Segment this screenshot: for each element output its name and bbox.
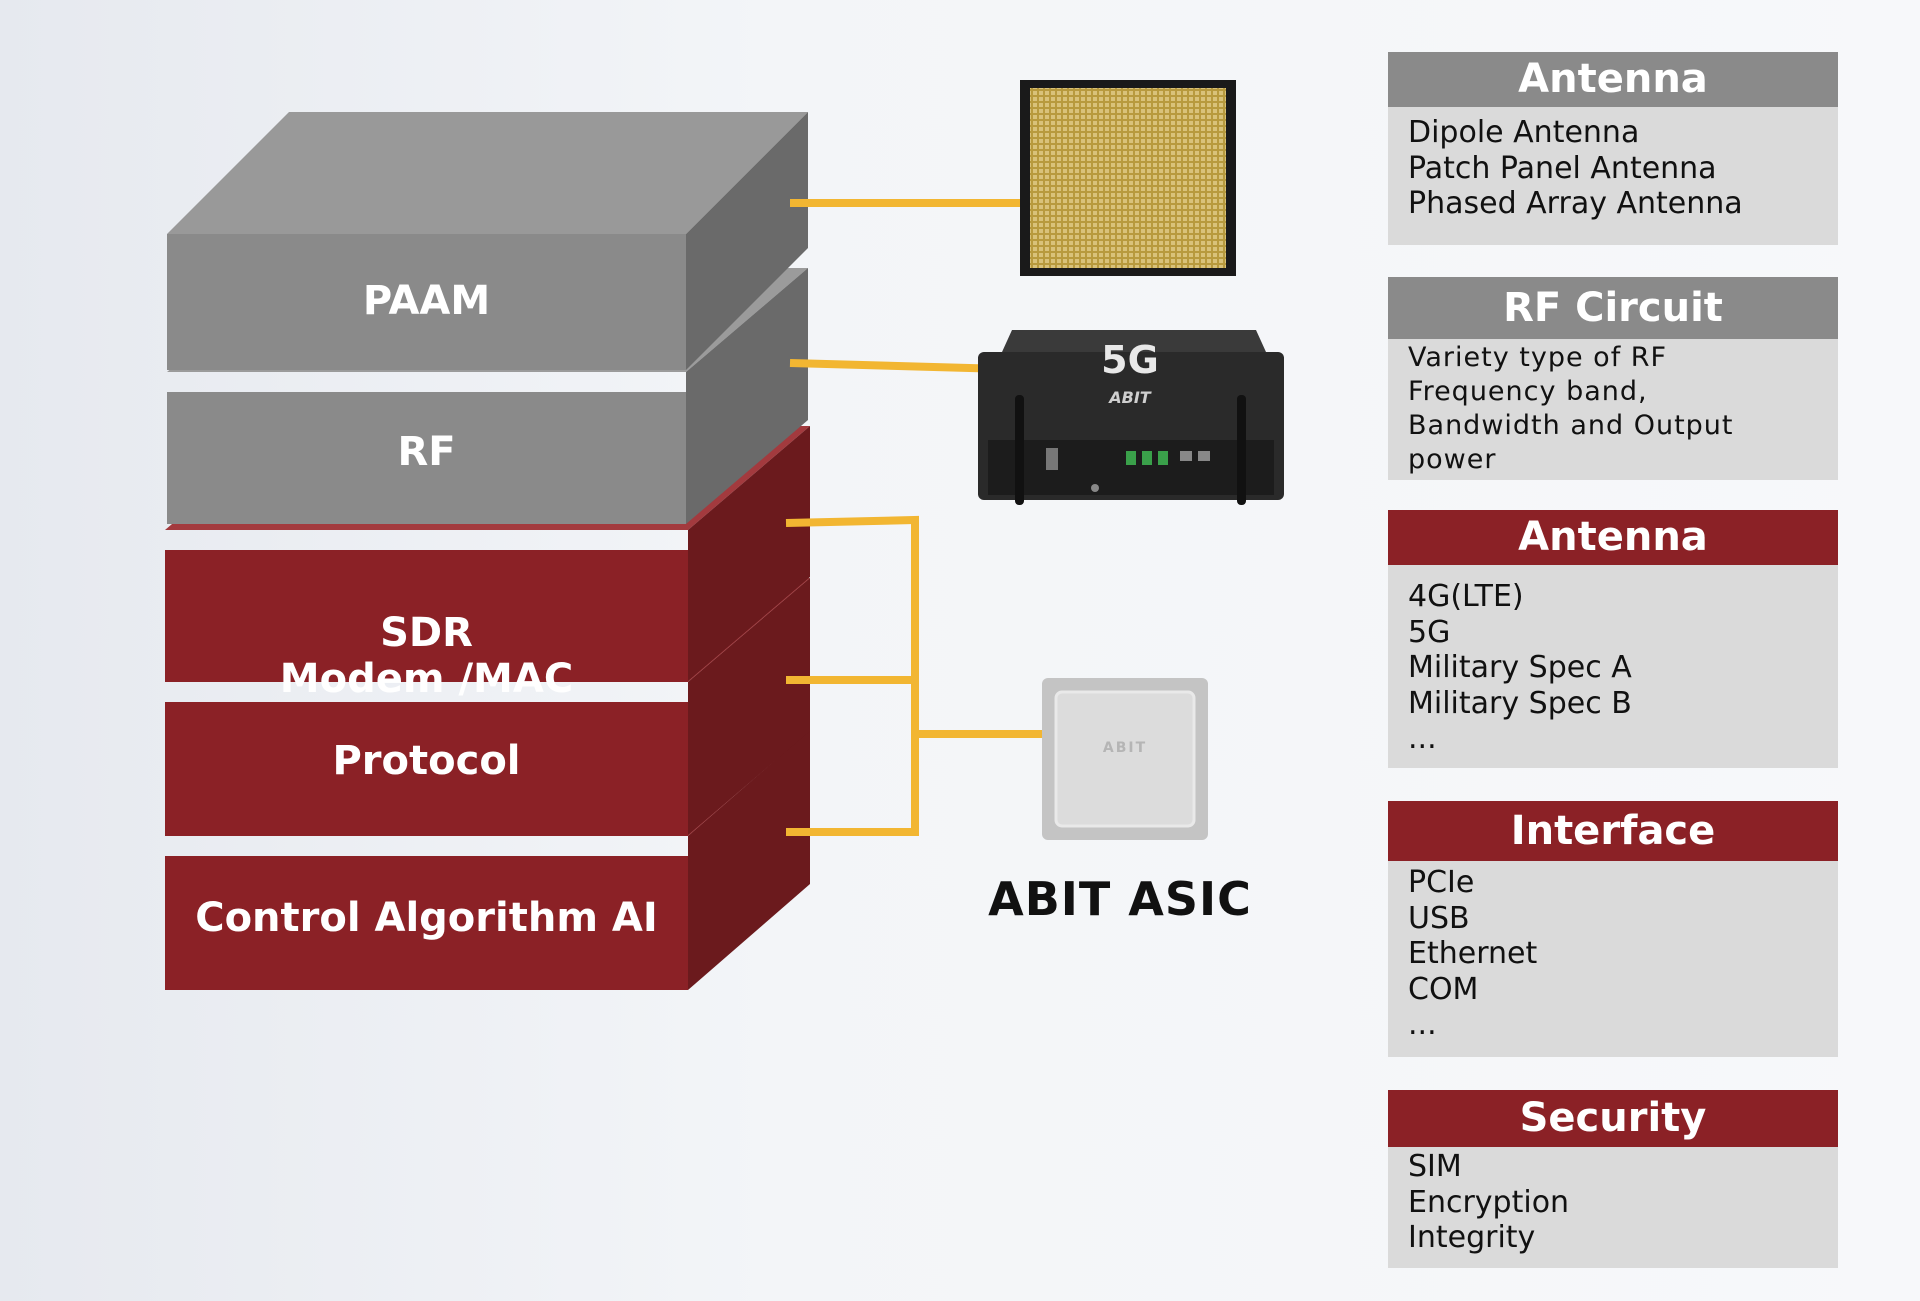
list-item: USB — [1408, 900, 1470, 936]
info-box-list: PCIe USB Ethernet COM ... — [1388, 861, 1838, 1049]
info-box-title: Antenna — [1388, 52, 1838, 107]
rf-unit-badge: 5G — [1101, 338, 1159, 382]
list-item: Integrity — [1408, 1220, 1536, 1255]
connector-rf-unit — [789, 359, 1006, 373]
layer-label-text: PAAM — [362, 278, 491, 324]
layer-side-face — [686, 112, 808, 370]
layer-front-face — [167, 392, 686, 524]
asic-caption: ABIT ASIC — [988, 872, 1252, 926]
layer-side-face — [686, 268, 808, 524]
info-box-rf-circuit: RF Circuit Variety type of RF Frequency … — [1388, 277, 1838, 480]
layer-front-face — [165, 702, 688, 836]
layer-label-text: Protocol — [332, 738, 521, 784]
list-item: ... — [1408, 721, 1437, 756]
layer-label-protocol: Protocol — [165, 738, 688, 784]
rf-unit-brand: ABIT — [1109, 388, 1151, 407]
layer-top-face — [167, 112, 808, 234]
list-item: 5G — [1408, 614, 1451, 650]
asic-chip-text: ABIT — [1102, 740, 1148, 756]
layer-front-face — [167, 234, 686, 370]
info-box-title: Interface — [1388, 801, 1838, 861]
layer-label-text: Control Algorithm AI — [195, 895, 658, 941]
info-box-title: Security — [1388, 1090, 1838, 1147]
layer-label-control-ai: Control Algorithm AI — [165, 895, 688, 941]
layer-front-face — [165, 856, 688, 990]
layer-side-face — [688, 730, 810, 990]
list-item: 4G(LTE) — [1408, 579, 1524, 614]
list-item: Dipole Antenna — [1408, 115, 1640, 150]
5g-radio-unit-icon — [978, 330, 1284, 505]
layer-paam — [167, 112, 808, 370]
list-item: Bandwidth and Output — [1408, 410, 1734, 441]
list-item: SIM — [1408, 1149, 1462, 1184]
info-box-list: SIM Encryption Integrity — [1388, 1147, 1838, 1262]
layer-label-sdr: SDR Modem /MAC — [165, 564, 688, 748]
layer-front-face — [165, 550, 688, 682]
layer-label-rf: RF — [167, 429, 686, 475]
list-item: power — [1408, 444, 1497, 475]
list-item: ... — [1408, 1007, 1437, 1042]
info-box-antenna: Antenna Dipole Antenna Patch Panel Anten… — [1388, 52, 1838, 245]
layer-side-face — [688, 578, 810, 835]
layer-side-face — [688, 426, 810, 681]
info-box-security: Security SIM Encryption Integrity — [1388, 1090, 1838, 1268]
info-box-interface: Interface PCIe USB Ethernet COM ... — [1388, 801, 1838, 1057]
list-item: Frequency band, — [1408, 376, 1648, 407]
info-box-title: RF Circuit — [1388, 277, 1838, 339]
asic-chip-icon — [1042, 678, 1208, 840]
info-box-list: Variety type of RF Frequency band, Bandw… — [1388, 339, 1838, 483]
connector-lines — [785, 199, 1045, 836]
list-item: Ethernet — [1408, 936, 1538, 971]
info-box-title: Antenna — [1388, 510, 1838, 565]
list-item: PCIe — [1408, 865, 1475, 900]
phased-array-antenna-panel-icon — [1020, 80, 1236, 276]
list-item: Military Spec B — [1408, 685, 1632, 721]
list-item: COM — [1408, 971, 1479, 1007]
info-box-list: Dipole Antenna Patch Panel Antenna Phase… — [1388, 107, 1838, 228]
list-item: Patch Panel Antenna — [1408, 150, 1717, 186]
list-item: Military Spec A — [1408, 650, 1632, 685]
layer-label-text: SDR Modem /MAC — [279, 610, 574, 702]
info-box-antenna-standards: Antenna 4G(LTE) 5G Military Spec A Milit… — [1388, 510, 1838, 768]
list-item: Phased Array Antenna — [1408, 186, 1743, 221]
list-item: Variety type of RF — [1408, 342, 1668, 373]
layer-label-paam: PAAM — [167, 278, 686, 324]
list-item: Encryption — [1408, 1184, 1570, 1220]
layer-label-text: RF — [397, 429, 456, 475]
info-box-list: 4G(LTE) 5G Military Spec A Military Spec… — [1388, 565, 1838, 763]
